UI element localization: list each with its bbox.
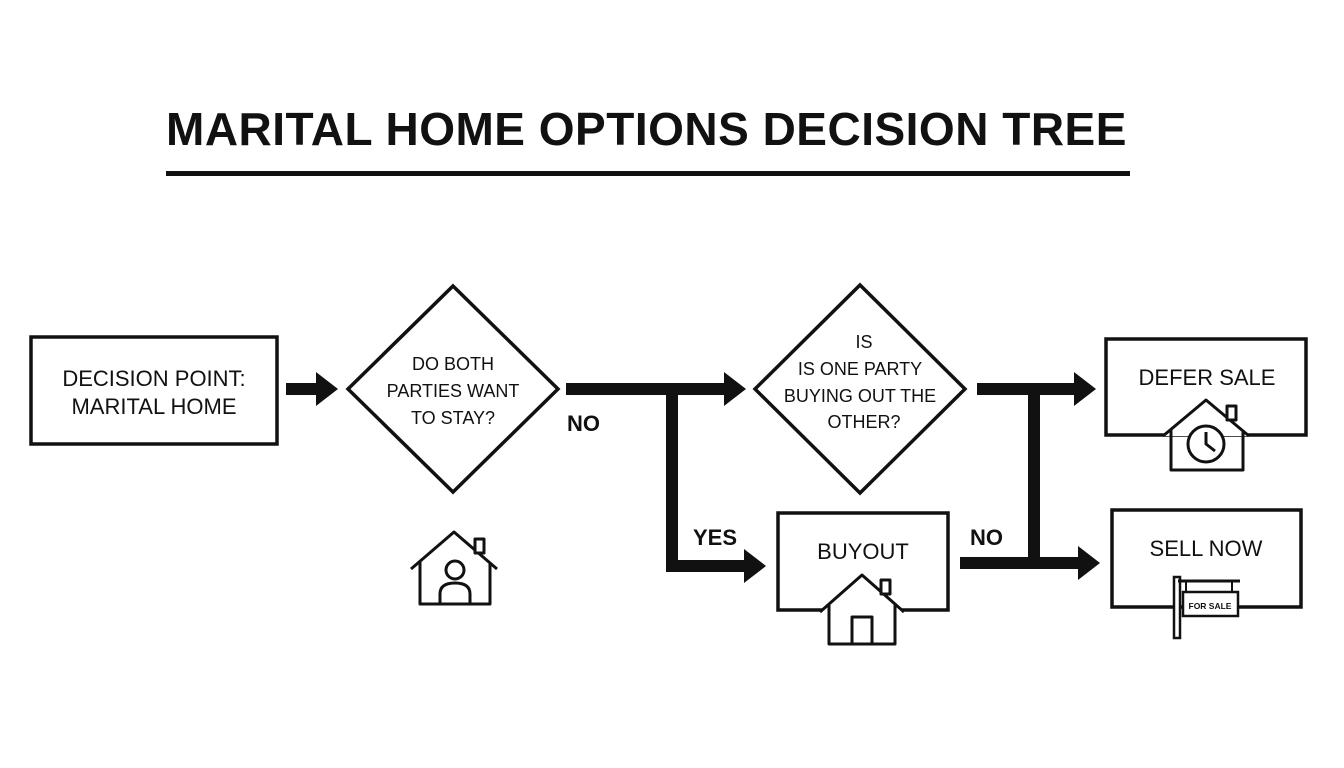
start-node: DECISION POINT: MARITAL HOME [29,335,279,446]
defer-sale-label: DEFER SALE [1139,365,1276,390]
arrow-start-to-q1 [286,372,338,406]
for-sale-sign-icon: FOR SALE [1172,575,1240,640]
q1-line1: DO BOTH [412,354,494,374]
start-node-line1: DECISION POINT: [62,366,245,391]
question-both-stay: DO BOTH PARTIES WANT TO STAY? [345,283,561,495]
question-buying-out: IS IS ONE PARTY BUYING OUT THE OTHER? [752,282,968,496]
house-person-icon [410,530,498,606]
flow-from-q2 [960,372,1100,580]
q1-line2: PARTIES WANT [387,381,520,401]
q2-line3: BUYING OUT THE [784,386,936,406]
edge-label-q1-yes: YES [693,525,737,550]
q1-line3: TO STAY? [411,408,495,428]
edge-label-q1-no: NO [567,411,600,436]
flow-from-q1 [566,372,766,583]
house-icon [819,573,905,646]
diagram-title: MARITAL HOME OPTIONS DECISION TREE [166,103,1127,155]
start-node-line2: MARITAL HOME [71,394,236,419]
for-sale-sign-text: FOR SALE [1189,601,1232,611]
title-underline [166,171,1130,176]
sell-now-label: SELL NOW [1150,536,1263,561]
q2-line1: IS [855,332,872,352]
house-clock-icon [1162,398,1250,472]
q2-line2: IS ONE PARTY [798,359,922,379]
q2-line4: OTHER? [827,412,900,432]
outcome-sell-now: SELL NOW [1110,508,1303,609]
buyout-label: BUYOUT [817,539,909,564]
edge-label-q2-no: NO [970,525,1003,550]
